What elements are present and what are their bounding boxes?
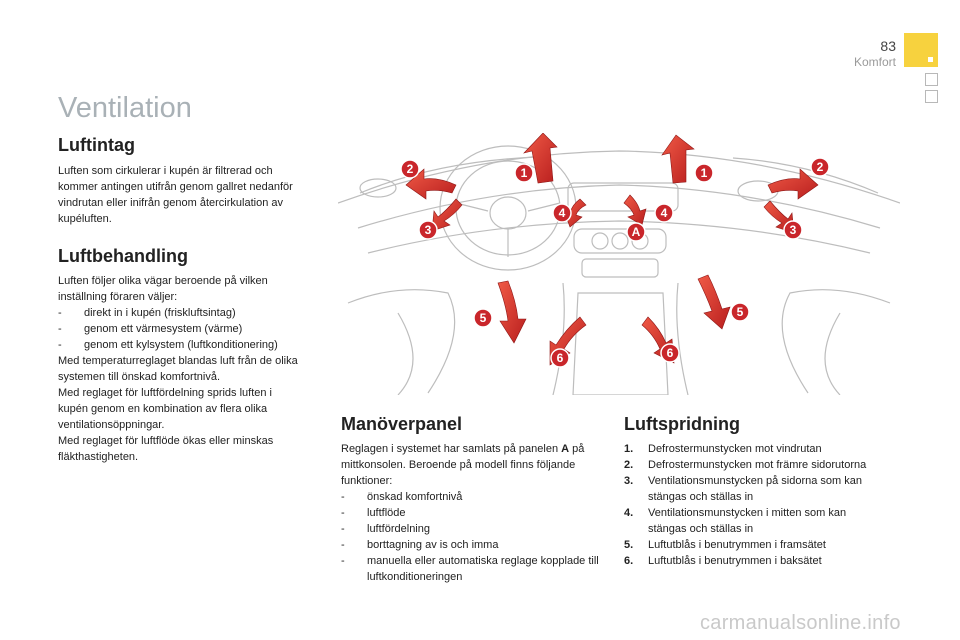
svg-text:2: 2 (407, 162, 414, 176)
svg-text:3: 3 (425, 223, 432, 237)
heading-luftbehandling: Luftbehandling (58, 246, 188, 266)
list-item: -önskad komfortnivå (341, 491, 463, 503)
list-item: 6.Luftutblås i benutrymmen i baksätet (624, 555, 822, 567)
arrow-1-right (661, 134, 695, 184)
badge-2-left: 2 (400, 159, 420, 179)
arrow-2-right (767, 168, 819, 200)
badge-5-right: 5 (730, 302, 750, 322)
list-item: -genom ett kylsystem (luftkonditionering… (58, 339, 278, 351)
badge-3-left: 3 (418, 220, 438, 240)
luftbehandling-text: Luften följer olika vägar beroende på vi… (58, 273, 303, 465)
svg-text:1: 1 (521, 166, 528, 180)
svg-text:6: 6 (557, 351, 564, 365)
list-item: -manuella eller automatiska reglage kopp… (341, 555, 599, 583)
car-interior-sketch (337, 145, 901, 396)
watermark: carmanualsonline.info (700, 612, 901, 634)
chapter-tab[interactable] (904, 33, 938, 67)
badge-3-right: 3 (783, 220, 803, 240)
badge-1-left: 1 (514, 163, 534, 183)
chapter-tab-empty[interactable] (925, 90, 938, 103)
badge-5-left: 5 (473, 308, 493, 328)
ventilation-illustration: 1 1 2 2 3 3 4 4 5 5 6 6 A (337, 132, 901, 396)
chapter-tab-empty[interactable] (925, 73, 938, 86)
badge-4-left: 4 (552, 203, 572, 223)
svg-text:3: 3 (790, 223, 797, 237)
paragraph: Med reglaget för luftflöde ökas eller mi… (58, 435, 274, 463)
list-item: -luftflöde (341, 507, 406, 519)
paragraph: Luften följer olika vägar beroende på vi… (58, 275, 268, 303)
svg-text:5: 5 (480, 311, 487, 325)
paragraph: Med temperaturreglaget blandas luft från… (58, 355, 298, 383)
badge-1-right: 1 (694, 163, 714, 183)
luftspridning-list: 1.Defrostermunstycken mot vindrutan 2.De… (624, 441, 874, 569)
badge-4-right: 4 (654, 203, 674, 223)
svg-text:4: 4 (661, 206, 668, 220)
page-number: 83 (880, 38, 896, 54)
paragraph: Reglagen i systemet har samlats på panel… (341, 443, 585, 487)
badge-6-left: 6 (550, 348, 570, 368)
chapter-tab-marker (928, 57, 933, 62)
svg-text:5: 5 (737, 305, 744, 319)
badge-6-right: 6 (660, 343, 680, 363)
badge-A: A (626, 222, 646, 242)
svg-text:6: 6 (667, 346, 674, 360)
list-item: 5.Luftutblås i benutrymmen i framsätet (624, 539, 826, 551)
list-item: -borttagning av is och imma (341, 539, 499, 551)
airflow-arrows (405, 132, 819, 366)
list-item: -direkt in i kupén (friskluftsintag) (58, 307, 236, 319)
manoverpanel-text: Reglagen i systemet har samlats på panel… (341, 441, 601, 585)
section-name: Komfort (853, 55, 896, 69)
svg-text:4: 4 (559, 206, 566, 220)
heading-luftspridning: Luftspridning (624, 414, 740, 434)
page-title: Ventilation (58, 92, 192, 124)
svg-text:1: 1 (701, 166, 708, 180)
heading-luftintag: Luftintag (58, 135, 135, 155)
arrow-5-right (697, 274, 731, 330)
paragraph: Med reglaget för luftfördelning sprids l… (58, 387, 273, 431)
list-item: 2.Defrostermunstycken mot främre sidorut… (624, 459, 867, 471)
arrow-3-left (431, 198, 463, 232)
arrow-4-right (623, 194, 647, 226)
arrow-2-left (405, 168, 457, 200)
arrow-1-left (523, 132, 558, 184)
list-item: -luftfördelning (341, 523, 430, 535)
luftintag-text: Luften som cirkulerar i kupén är filtrer… (58, 163, 298, 227)
arrow-5-left (497, 280, 527, 344)
svg-text:A: A (632, 225, 641, 239)
heading-manoverpanel: Manöverpanel (341, 414, 463, 434)
paragraph: Luften som cirkulerar i kupén är filtrer… (58, 165, 293, 225)
badge-2-right: 2 (810, 157, 830, 177)
arrow-4-left (563, 198, 587, 228)
list-item: 3.Ventilationsmunstycken på sidorna som … (624, 475, 863, 503)
list-item: 1.Defrostermunstycken mot vindrutan (624, 443, 822, 455)
list-item: -genom ett värmesystem (värme) (58, 323, 243, 335)
list-item: 4.Ventilationsmunstycken i mitten som ka… (624, 507, 847, 535)
svg-text:2: 2 (817, 160, 824, 174)
